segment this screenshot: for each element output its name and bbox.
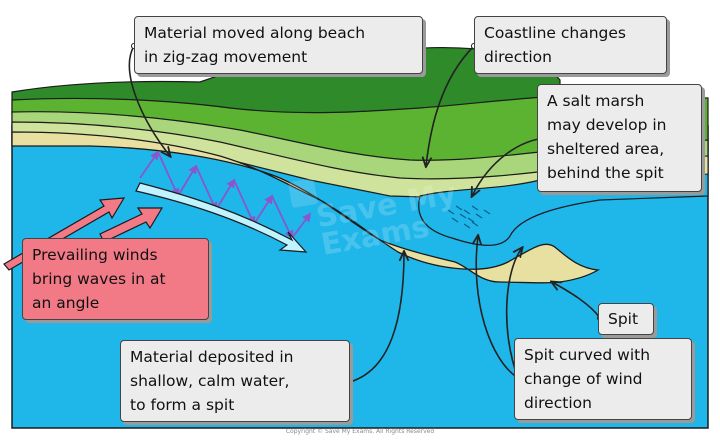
drift-direction-arrow — [135, 182, 308, 253]
zigzag-leader-line — [128, 46, 170, 156]
watermark-shapes — [288, 178, 318, 208]
zigzag-arrow-segment — [177, 164, 197, 197]
zigzag-arrow-segment — [233, 179, 256, 226]
zigzag-arrow-segment — [215, 178, 235, 211]
curved-leader-line-1 — [476, 236, 518, 378]
zigzag-label: Material moved along beach in zig-zag mo… — [134, 16, 423, 74]
copyright-notice: Copyright © Save My Exams. All Rights Re… — [285, 428, 435, 435]
zigzag-arrow-segment — [291, 212, 312, 239]
zigzag-arrow-segment — [157, 151, 180, 198]
spit-label: Spit — [598, 303, 654, 335]
coastline-label: Coastline changes direction — [474, 16, 667, 74]
salt-marsh-marks — [447, 205, 491, 229]
deposited-label: Material deposited in shallow, calm wate… — [120, 340, 350, 422]
prevailing-winds-label: Prevailing winds bring waves in at an an… — [22, 238, 209, 320]
spit-leader-line — [552, 282, 600, 318]
zigzag-arrow-segment — [253, 194, 273, 225]
zigzag-arrow-segment — [271, 195, 293, 240]
deposited-leader-line — [350, 252, 404, 382]
zigzag-arrow-segment — [195, 165, 218, 212]
spit — [11, 131, 601, 284]
curved-leader-line-2 — [505, 248, 522, 379]
curved-label: Spit curved with change of wind directio… — [514, 338, 692, 420]
coastline-leader-line — [426, 46, 474, 166]
salt-marsh-label: A salt marsh may develop in sheltered ar… — [537, 84, 702, 192]
